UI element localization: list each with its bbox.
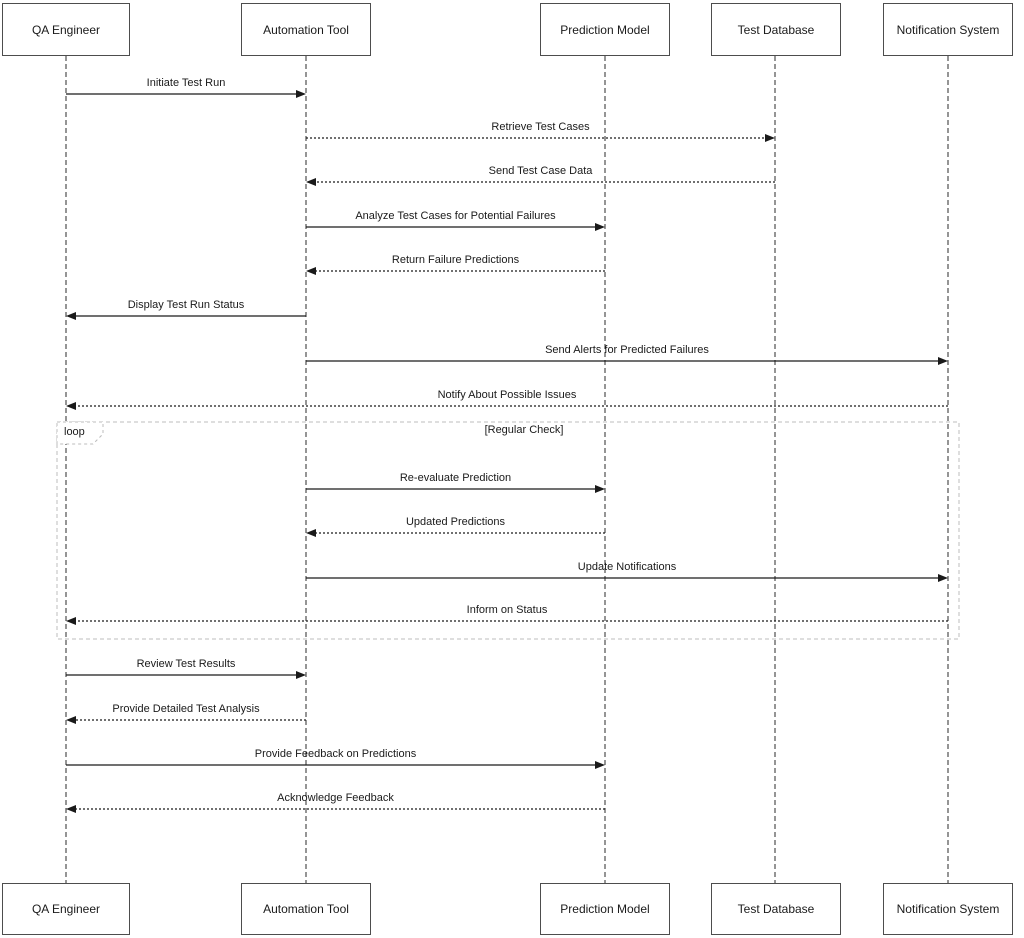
message-label-8: Re-evaluate Prediction xyxy=(399,472,512,484)
message-label-7: Notify About Possible Issues xyxy=(437,389,577,401)
message-label-15: Acknowledge Feedback xyxy=(277,792,394,804)
message-label-13: Provide Detailed Test Analysis xyxy=(112,703,260,715)
actor-box-qa-engineer-top: QA Engineer xyxy=(2,3,130,56)
loop-operator-label: loop xyxy=(64,426,85,438)
loop-frame xyxy=(56,421,960,640)
message-arrowhead-14 xyxy=(595,761,605,769)
message-label-12: Review Test Results xyxy=(136,658,236,670)
message-arrowhead-4 xyxy=(306,267,316,275)
message-arrowhead-1 xyxy=(765,134,775,142)
message-arrowhead-8 xyxy=(595,485,605,493)
message-arrowhead-6 xyxy=(938,357,948,365)
message-label-3: Analyze Test Cases for Potential Failure… xyxy=(355,210,556,222)
actor-box-test-database-bottom: Test Database xyxy=(711,883,841,935)
message-arrowhead-7 xyxy=(66,402,76,410)
actor-box-qa-engineer-bottom: QA Engineer xyxy=(2,883,130,935)
actor-box-prediction-model-top: Prediction Model xyxy=(540,3,670,56)
message-label-5: Display Test Run Status xyxy=(127,299,245,311)
message-label-14: Provide Feedback on Predictions xyxy=(254,748,417,760)
message-arrowhead-0 xyxy=(296,90,306,98)
message-arrowhead-13 xyxy=(66,716,76,724)
message-label-2: Send Test Case Data xyxy=(488,165,593,177)
message-label-4: Return Failure Predictions xyxy=(391,254,520,266)
actor-box-notification-system-top: Notification System xyxy=(883,3,1013,56)
message-arrowhead-15 xyxy=(66,805,76,813)
loop-guard-label: [Regular Check] xyxy=(484,424,564,436)
message-arrowhead-2 xyxy=(306,178,316,186)
message-arrowhead-9 xyxy=(306,529,316,537)
loop-label-pentagon xyxy=(56,421,104,445)
message-arrowhead-10 xyxy=(938,574,948,582)
actor-box-automation-tool-bottom: Automation Tool xyxy=(241,883,371,935)
actor-box-automation-tool-top: Automation Tool xyxy=(241,3,371,56)
message-arrowhead-3 xyxy=(595,223,605,231)
actor-box-notification-system-bottom: Notification System xyxy=(883,883,1013,935)
message-label-11: Inform on Status xyxy=(466,604,548,616)
message-arrowhead-11 xyxy=(66,617,76,625)
message-label-0: Initiate Test Run xyxy=(146,77,226,89)
message-arrowhead-12 xyxy=(296,671,306,679)
message-label-1: Retrieve Test Cases xyxy=(491,121,590,133)
message-label-6: Send Alerts for Predicted Failures xyxy=(545,344,709,356)
message-arrowhead-5 xyxy=(66,312,76,320)
actor-box-test-database-top: Test Database xyxy=(711,3,841,56)
actor-box-prediction-model-bottom: Prediction Model xyxy=(540,883,670,935)
message-label-9: Updated Predictions xyxy=(405,516,506,528)
message-label-10: Update Notifications xyxy=(577,561,677,573)
